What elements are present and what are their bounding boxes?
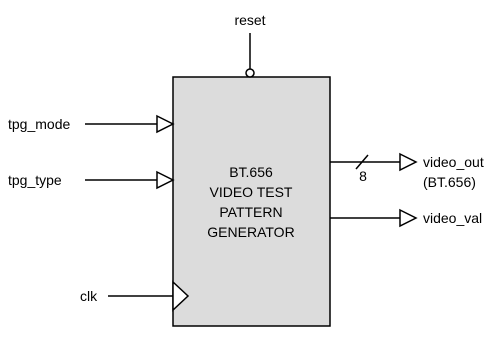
clk-signal: clk — [80, 280, 190, 312]
tpg-block — [172, 76, 331, 327]
tpg-mode-arrow-icon — [156, 114, 175, 134]
block-title-line-2: VIDEO TEST — [210, 184, 293, 200]
block-title-line-1: BT.656 — [229, 164, 273, 180]
video-out-sublabel: (BT.656) — [423, 174, 476, 190]
reset-inversion-bubble — [245, 68, 255, 78]
video-out-bus-width: 8 — [359, 168, 367, 184]
video-out-bus-slash — [355, 154, 369, 170]
video-out-arrow-icon — [399, 152, 418, 172]
clk-label: clk — [80, 288, 98, 304]
reset-signal: reset — [234, 12, 266, 78]
reset-label: reset — [234, 12, 265, 28]
block-title-line-4: GENERATOR — [207, 224, 294, 240]
tpg-type-arrow-icon — [156, 170, 175, 190]
video-out-label: video_out — [423, 154, 484, 170]
video-out-signal: 8 video_out (BT.656) — [330, 152, 484, 190]
tpg-type-signal: tpg_type — [8, 170, 175, 190]
tpg-mode-signal: tpg_mode — [8, 114, 175, 134]
tpg-mode-label: tpg_mode — [8, 116, 70, 132]
block-title: BT.656 VIDEO TEST PATTERN GENERATOR — [207, 164, 294, 240]
video-val-signal: video_val — [330, 208, 482, 228]
video-val-arrow-icon — [399, 208, 418, 228]
block-title-line-3: PATTERN — [219, 204, 282, 220]
tpg-type-label: tpg_type — [8, 172, 62, 188]
clk-clock-triangle-icon — [172, 280, 190, 312]
video-val-label: video_val — [423, 210, 482, 226]
